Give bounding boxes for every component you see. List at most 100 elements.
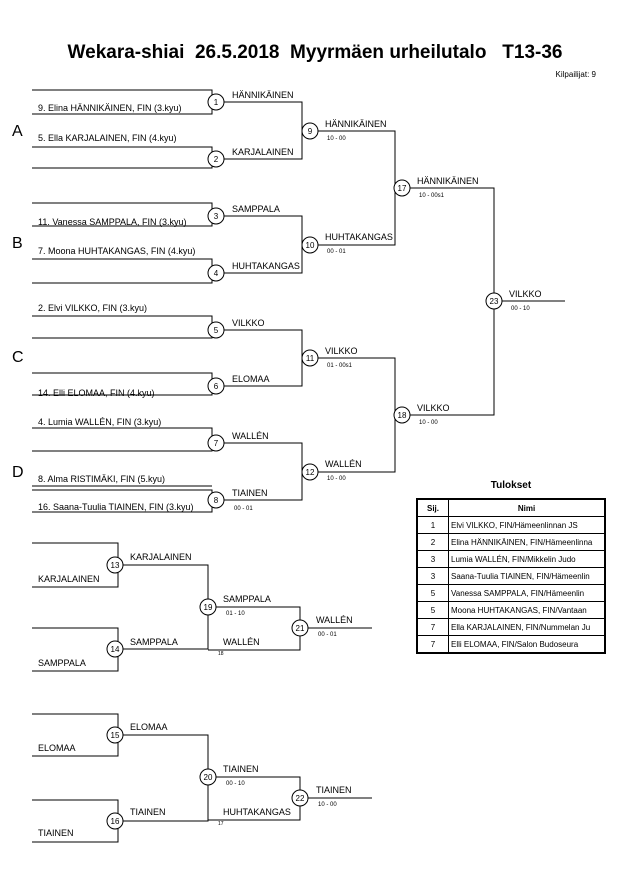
match-number: 13 xyxy=(111,561,120,570)
winner-m6: ELOMAA xyxy=(232,374,270,384)
match-number: 6 xyxy=(214,382,219,391)
winner-m10: HUHTAKANGAS xyxy=(325,232,393,242)
winner-m2: KARJALAINEN xyxy=(232,147,294,157)
entrant-wallen: 4. Lumia WALLÉN, FIN (3.kyu) xyxy=(38,417,161,427)
name-cell: Lumia WALLÉN, FIN/Mikkelin Judo xyxy=(448,550,606,568)
winner-m22: TIAINEN xyxy=(316,785,352,795)
winner-m17: HÄNNIKÄINEN xyxy=(417,176,479,186)
name-cell: Moona HUHTAKANGAS, FIN/Vantaan xyxy=(448,601,606,619)
match-number: 19 xyxy=(204,603,213,612)
rank-cell: 7 xyxy=(416,635,449,654)
rep-in-huhtakangas: HUHTAKANGAS xyxy=(223,807,291,817)
match-number-circle xyxy=(199,598,217,616)
winner-m21: WALLÉN xyxy=(316,615,353,625)
winner-m3: SAMPPALA xyxy=(232,204,280,214)
winner-m8: TIAINEN xyxy=(232,488,268,498)
entrant-karjalainen: 5. Ella KARJALAINEN, FIN (4.kyu) xyxy=(38,133,177,143)
name-cell: Ella KARJALAINEN, FIN/Nummelan Ju xyxy=(448,618,606,636)
match-number: 9 xyxy=(308,127,313,136)
name-cell: Elli ELOMAA, FIN/Salon Budoseura xyxy=(448,635,606,654)
group-b-letter: B xyxy=(12,235,23,252)
score-m9: 10 - 00 xyxy=(327,136,346,142)
score-m17: 10 - 00s1 xyxy=(419,193,445,199)
rank-cell: 5 xyxy=(416,601,449,619)
rep-entrant-tiainen: TIAINEN xyxy=(38,828,74,838)
entrant-ristimaki: 8. Alma RISTIMÄKI, FIN (5.kyu) xyxy=(38,474,165,484)
entrant-tiainen: 16. Saana-Tuulia TIAINEN, FIN (3.kyu) xyxy=(38,502,194,512)
match-number-circle xyxy=(106,812,124,830)
name-cell: Elina HÄNNIKÄINEN, FIN/Hämeenlinna xyxy=(448,533,606,551)
match-number: 4 xyxy=(214,269,219,278)
match-number-circle xyxy=(207,321,225,339)
col-rank-header: Sij. xyxy=(416,498,449,517)
winner-m20: TIAINEN xyxy=(223,764,259,774)
match-number: 17 xyxy=(398,184,407,193)
match-number-circle xyxy=(106,726,124,744)
match-number: 18 xyxy=(398,411,407,420)
rank-cell: 3 xyxy=(416,567,449,585)
rank-cell: 2 xyxy=(416,533,449,551)
match-number-circle xyxy=(485,292,503,310)
entrant-hannikainen: 9. Elina HÄNNIKÄINEN, FIN (3.kyu) xyxy=(38,103,182,113)
score-m12: 10 - 00 xyxy=(327,476,346,482)
winner-m5: VILKKO xyxy=(232,318,265,328)
score-m11: 01 - 00s1 xyxy=(327,363,353,369)
winner-m19: SAMPPALA xyxy=(223,594,271,604)
match-number-circle xyxy=(393,406,411,424)
page-title: Wekara-shiai 26.5.2018 Myyrmäen urheilut… xyxy=(67,42,563,63)
match-number: 23 xyxy=(490,297,499,306)
rank-cell: 5 xyxy=(416,584,449,602)
match-number-circle xyxy=(106,556,124,574)
winner-m11: VILKKO xyxy=(325,346,358,356)
match-number-circle xyxy=(106,640,124,658)
name-cell: Saana-Tuulia TIAINEN, FIN/Hämeenlin xyxy=(448,567,606,585)
match-number-circle xyxy=(301,349,319,367)
match-number-circle xyxy=(207,93,225,111)
name-cell: Vanessa SAMPPALA, FIN/Hämeenlin xyxy=(448,584,606,602)
score-m18: 10 - 00 xyxy=(419,420,438,426)
match-number: 2 xyxy=(214,155,219,164)
match-number: 7 xyxy=(214,439,219,448)
winner-m14: SAMPPALA xyxy=(130,637,178,647)
group-d-letter: D xyxy=(12,464,24,481)
match-number-circle xyxy=(301,236,319,254)
score-m23: 00 - 10 xyxy=(511,306,530,312)
rank-cell: 1 xyxy=(416,516,449,534)
winner-m16: TIAINEN xyxy=(130,807,166,817)
winner-m9: HÄNNIKÄINEN xyxy=(325,119,387,129)
winner-m13: KARJALAINEN xyxy=(130,552,192,562)
match-number: 11 xyxy=(306,354,315,363)
match-number: 20 xyxy=(204,773,213,782)
rank-cell: 7 xyxy=(416,618,449,636)
match-number: 8 xyxy=(214,496,219,505)
winner-m23: VILKKO xyxy=(509,289,542,299)
results-title: Tulokset xyxy=(490,480,532,491)
winner-m4: HUHTAKANGAS xyxy=(232,261,300,271)
match-number-circle xyxy=(291,619,309,637)
col-name-header: Nimi xyxy=(448,498,606,517)
competitors-count: Kilpailijat: 9 xyxy=(555,70,596,79)
rep-ref-17: 17 xyxy=(218,821,224,827)
score-m8: 00 - 01 xyxy=(234,506,253,512)
score-m21: 00 - 01 xyxy=(318,632,337,638)
score-m19: 01 - 10 xyxy=(226,611,245,617)
match-number: 21 xyxy=(296,624,305,633)
rank-cell: 3 xyxy=(416,550,449,568)
entrant-vilkko: 2. Elvi VILKKO, FIN (3.kyu) xyxy=(38,303,147,313)
match-number-circle xyxy=(207,377,225,395)
winner-m7: WALLÉN xyxy=(232,431,269,441)
winner-m12: WALLÉN xyxy=(325,459,362,469)
match-number-circle xyxy=(291,789,309,807)
match-number-circle xyxy=(207,434,225,452)
group-a-letter: A xyxy=(12,123,23,140)
rep-ref-18: 18 xyxy=(218,651,224,657)
match-number: 16 xyxy=(111,817,120,826)
